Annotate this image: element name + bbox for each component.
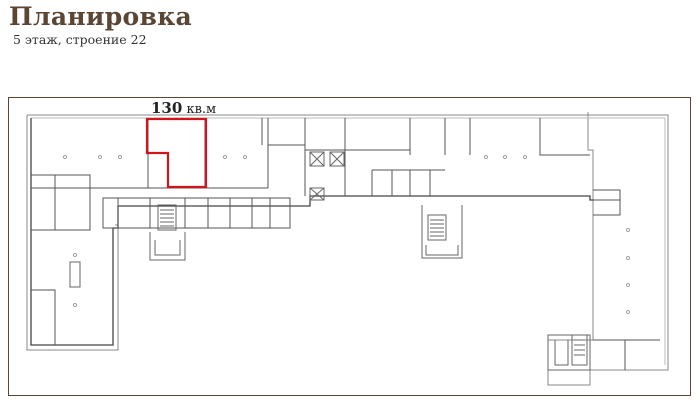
- floor-plan-frame: [8, 97, 691, 396]
- stair-bottom-right: [547, 334, 591, 371]
- area-unit: кв.м: [186, 102, 217, 117]
- elevators: [309, 151, 345, 201]
- area-value: 130: [151, 99, 183, 117]
- highlighted-area: [145, 117, 208, 189]
- building-outline: [26, 112, 669, 386]
- stair-left: [149, 204, 186, 261]
- stair-center: [421, 205, 463, 259]
- page-subtitle: 5 этаж, строение 22: [13, 32, 147, 47]
- columns: [63, 155, 630, 314]
- page-title: Планировка: [9, 2, 193, 31]
- highlighted-area-label: 130 кв.м: [151, 99, 216, 117]
